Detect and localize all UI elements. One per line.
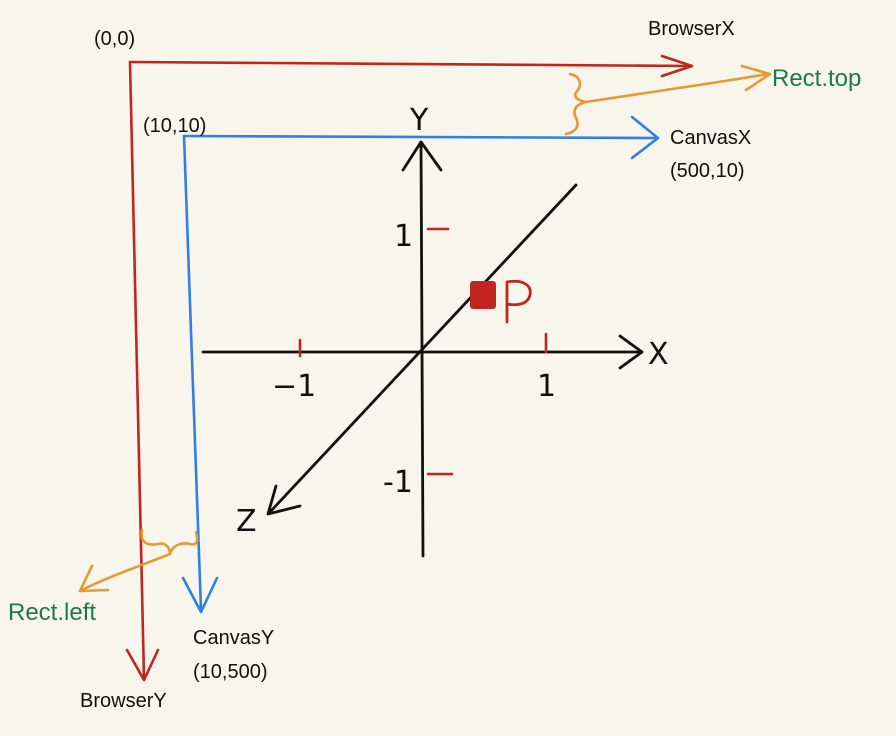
- browser-y-arrowhead: [125, 648, 160, 682]
- rect-annotations: [78, 64, 772, 593]
- browser-axes: [125, 54, 694, 682]
- rect-left-arrowhead: [78, 564, 110, 593]
- canvas-x-label: CanvasX: [670, 127, 751, 149]
- tick-x-neg-label: −1: [272, 369, 316, 404]
- rect-left-arrow: [80, 552, 172, 592]
- tick-x-pos-label: 1: [537, 369, 556, 404]
- rect-top-arrow: [584, 72, 770, 104]
- canvas-x-coord-label: (500,10): [670, 160, 745, 182]
- canvas-y-arrowhead: [181, 576, 219, 614]
- y-arrowhead: [401, 140, 443, 172]
- y-axis-label: Y: [409, 103, 429, 138]
- canvas-x-axis: [182, 134, 658, 140]
- browser-x-axis: [128, 60, 692, 68]
- z-axis: [268, 183, 578, 514]
- z-axis-label: Z: [236, 504, 257, 539]
- rect-left-brace: [140, 528, 199, 556]
- browser-x-label: BrowserX: [648, 18, 735, 40]
- clip-space-axes: [201, 140, 644, 558]
- canvas-x-arrowhead: [630, 115, 660, 160]
- axis-ticks: [298, 227, 548, 476]
- z-arrowhead: [266, 484, 302, 516]
- canvas-origin-label: (10,10): [143, 115, 206, 137]
- x-arrowhead: [618, 334, 644, 370]
- canvas-y-coord-label: (10,500): [193, 661, 268, 683]
- tick-y-pos-label: 1: [394, 219, 413, 254]
- canvas-axes: [181, 115, 660, 614]
- canvas-y-label: CanvasY: [193, 627, 274, 649]
- browser-y-axis: [128, 60, 146, 680]
- browser-y-label: BrowserY: [80, 690, 167, 712]
- point-p-marker: [470, 281, 496, 309]
- browser-x-arrowhead: [660, 54, 694, 78]
- rect-top-brace: [564, 72, 588, 136]
- rect-left-label: Rect.left: [8, 599, 96, 626]
- canvas-y-axis: [182, 134, 203, 612]
- rect-top-arrowhead: [740, 64, 772, 92]
- tick-y-neg-label: -1: [383, 465, 413, 500]
- rect-top-label: Rect.top: [772, 65, 861, 92]
- point-p-glyph: [505, 279, 532, 324]
- x-axis-label: X: [648, 337, 669, 372]
- browser-origin-label: (0,0): [94, 28, 135, 50]
